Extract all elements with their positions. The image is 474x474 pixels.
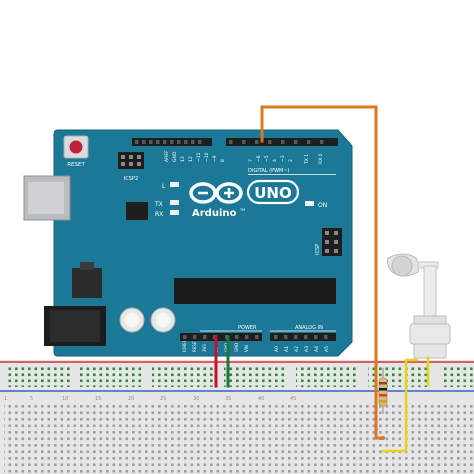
float-sensor-nut <box>413 315 447 325</box>
resistor-body <box>378 377 388 407</box>
pin-label: A3 <box>304 346 310 352</box>
pin-label: ~3 <box>280 155 286 162</box>
resistor <box>378 368 388 414</box>
float-sensor-float-face <box>391 255 413 277</box>
pin-label: A0 <box>274 346 280 352</box>
pin-label: VIN <box>244 345 249 352</box>
on-led-label: ON <box>318 202 327 209</box>
pin-label: 7 <box>248 159 254 162</box>
signal-wire <box>260 105 385 440</box>
power-jack-face <box>50 310 100 342</box>
pin-label: ~11 <box>196 152 202 162</box>
resistor-band <box>379 382 387 385</box>
pin-label: 3V3 <box>202 344 207 352</box>
voltage-regulator <box>72 268 102 298</box>
tx-led-label: TX <box>154 201 163 208</box>
rx-led <box>170 210 179 215</box>
tx-led <box>170 200 179 205</box>
resistor-band <box>379 394 387 397</box>
column-number: 35 <box>225 396 231 402</box>
float-sensor-base <box>409 323 451 345</box>
on-led <box>305 201 314 206</box>
usb-connector-face <box>28 182 64 214</box>
reset-button-cap[interactable] <box>69 140 83 154</box>
column-number: 45 <box>290 396 296 402</box>
sensor-wire-signal <box>381 358 419 453</box>
pin-label: ~9 <box>212 155 218 162</box>
digital-header <box>132 138 338 146</box>
resistor-band <box>379 388 387 391</box>
microcontroller-chip <box>174 278 336 304</box>
pin-label: A2 <box>294 346 300 352</box>
pin-label: 4 <box>272 159 278 162</box>
capacitor-top <box>125 313 139 327</box>
analog-pin-labels: A0 A1 A2 A3 A4 A5 <box>274 346 330 352</box>
pin-label: 12 <box>188 156 194 162</box>
column-number: 15 <box>95 396 101 402</box>
pin-label: 2 <box>288 159 294 162</box>
uno-badge <box>246 179 300 205</box>
pin-label: IOREF <box>182 339 187 352</box>
l-led <box>170 182 179 187</box>
breadboard-terminal-holes <box>4 404 474 474</box>
pin-label: RESET <box>192 339 197 352</box>
voltage-regulator-tab <box>80 262 94 270</box>
pin-label: 8 <box>220 159 226 162</box>
resistor-band <box>379 400 387 403</box>
pin-label: RX 0 <box>318 153 324 164</box>
column-number: 25 <box>160 396 166 402</box>
pin-label: AREF <box>164 150 170 162</box>
breadboard: 1 5 10 15 20 25 30 35 40 45 <box>0 360 474 474</box>
pin-label: GND <box>172 151 178 162</box>
pin-label: ~10 <box>204 152 210 162</box>
icsp-label: ICSP <box>315 244 321 255</box>
analog-label: ANALOG IN <box>295 325 323 331</box>
pin-label: 13 <box>180 156 186 162</box>
usb-interface-chip <box>126 202 148 220</box>
column-number: 10 <box>62 396 68 402</box>
brand-label: Arduino <box>192 208 236 219</box>
icsp2-label: ICSP2 <box>124 176 138 182</box>
breadboard-column-numbers: 1 5 10 15 20 25 30 35 40 45 <box>4 396 296 402</box>
pin-label: A1 <box>284 346 290 352</box>
capacitor-top <box>156 313 170 327</box>
icsp2-header <box>118 152 144 169</box>
arduino-infinity-logo <box>189 182 243 204</box>
l-led-label: L <box>162 183 166 190</box>
column-number: 1 <box>4 396 7 402</box>
column-number: 30 <box>193 396 199 402</box>
trademark-label: TM <box>239 208 245 212</box>
reset-label: RESET <box>67 162 85 168</box>
pin-label: GND <box>234 343 239 352</box>
pin-label: TX 1 <box>304 154 310 165</box>
pin-label: ~6 <box>256 155 262 162</box>
column-number: 5 <box>30 396 33 402</box>
digital-pin-labels: AREF GND 13 12 ~11 ~10 ~9 8 7 ~6 ~5 4 ~3… <box>164 150 324 165</box>
rx-led-label: RX <box>155 211 163 218</box>
pin-label: ~5 <box>264 155 270 162</box>
analog-header <box>270 333 336 341</box>
float-sensor <box>387 253 451 359</box>
power-label: POWER <box>238 325 257 331</box>
icsp-header <box>322 228 342 256</box>
float-sensor-bottom <box>413 343 447 359</box>
arduino-uno-board: RESET ICSP2 L TX RX ON Arduino TM UNO <box>23 129 353 357</box>
digital-label: DIGITAL (PWM~) <box>248 168 290 174</box>
column-number: 20 <box>128 396 134 402</box>
power-header <box>180 333 262 341</box>
signal-wire-end <box>381 436 385 440</box>
pin-label: A4 <box>314 346 320 352</box>
wires <box>214 105 430 453</box>
model-label: UNO <box>254 184 292 202</box>
float-sensor-stem <box>423 265 437 319</box>
column-number: 40 <box>258 396 264 402</box>
pin-label: A5 <box>324 346 330 352</box>
